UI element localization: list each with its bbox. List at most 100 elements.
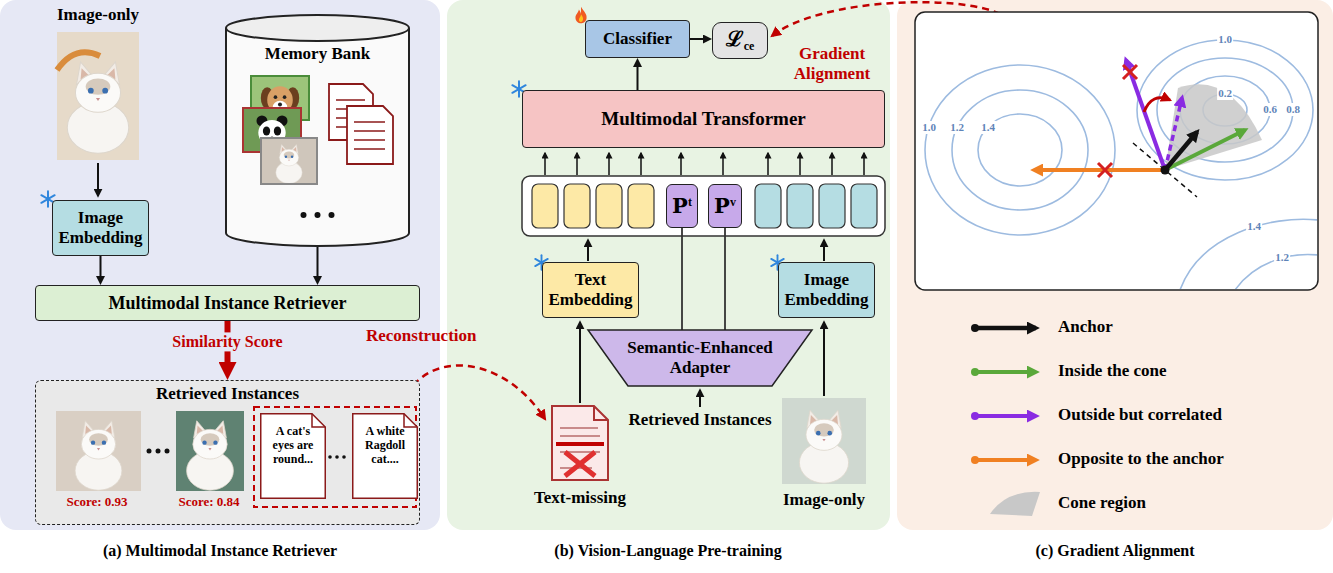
retrieved-instances-box-outline-part	[335, 455, 339, 459]
contour-value: 0.6	[1262, 103, 1278, 116]
legend-text: Anchor	[1058, 317, 1113, 337]
memory-bank-cylinder-outline-part	[226, 28, 409, 246]
panel-b-illustration-part	[782, 398, 866, 484]
node-text-block: Multimodal Instance Retriever	[109, 293, 347, 314]
panel-c-plot-part	[1098, 163, 1112, 177]
panel-c-plot-part	[925, 65, 1115, 235]
annotation-label: Reconstruction	[366, 326, 476, 346]
legend-text: Outside but correlated	[1058, 405, 1222, 425]
panel-c-plot-part	[1180, 219, 1317, 289]
memory-bank-cylinder-outline-part	[261, 138, 317, 184]
panel-b-illustration-part	[552, 406, 608, 480]
contour-value: 0.2	[1217, 87, 1233, 100]
node-label: t	[688, 195, 692, 209]
panel-backgrounds	[0, 0, 1333, 530]
contour-value: 0.8	[1285, 103, 1301, 116]
contour-value: 1.4	[980, 121, 996, 134]
node-text-block: A cat's eyes are round...	[264, 425, 322, 466]
panel-caption: (b) Vision-Language Pre-training	[554, 541, 781, 560]
node-label: A cat's eyes are round...	[264, 425, 322, 466]
prompt-token: Pt	[666, 184, 698, 228]
legend-samples	[971, 324, 1040, 516]
panel-b-illustration-part	[640, 153, 642, 175]
node-text-block: Classifier	[603, 29, 672, 49]
legend-text: Cone region	[1058, 493, 1146, 513]
panel-c-plot-part	[1165, 132, 1197, 170]
node-label: Text Embedding	[547, 270, 634, 309]
panel-b-illustration-part	[579, 322, 581, 403]
panel-c-plot-part	[1165, 84, 1262, 170]
legend-samples-part	[990, 492, 1040, 516]
annotation-label: Gradient Alignment	[782, 44, 882, 85]
panel-b-illustration-part	[594, 406, 608, 420]
retrieved-instances-box-outline-part	[187, 421, 234, 490]
memory-bank-cylinder-outline-part	[226, 15, 409, 41]
panel-c-plot-part	[1123, 65, 1137, 79]
embedding-box: Image Embedding	[778, 262, 875, 318]
memory-bank-cylinder: Memory Bank	[225, 14, 410, 247]
panel-b-illustration-part	[767, 153, 769, 175]
node-text-block: Memory Bank	[265, 44, 370, 64]
legend-text: Opposite to the anchor	[1058, 449, 1224, 469]
legend-samples-part	[975, 370, 1036, 374]
node-label: P	[672, 193, 688, 218]
node-label: ℒ	[726, 26, 744, 51]
panel-b-illustration-part	[851, 184, 877, 228]
input-label: Retrieved Instances	[628, 410, 771, 430]
node-label: A white Ragdoll cat....	[356, 425, 414, 466]
node-text-block: Image Embedding	[783, 270, 870, 309]
node-label: Retrieved Instances	[156, 384, 299, 404]
text-document-outline-part	[353, 414, 418, 499]
node-text-block: Text Embedding	[547, 270, 634, 309]
panel-b-illustration-part	[564, 184, 590, 228]
retrieved-instances-box-outline-part	[56, 411, 141, 491]
node-label: ce	[744, 39, 755, 53]
panel-b-illustration-part	[831, 153, 833, 175]
adapter-trapezoid-outline-part	[588, 330, 812, 386]
panel-c-plot-part	[978, 114, 1062, 186]
panel-b-illustration-part	[680, 153, 682, 175]
memory-bank-cylinder-outline-part	[261, 138, 317, 184]
contour-value: 1.4	[1246, 220, 1262, 233]
text-document: A white Ragdoll cat....	[352, 413, 418, 499]
connector-arrow	[690, 38, 703, 40]
panel-b-illustration-part	[556, 442, 604, 446]
memory-bank-cylinder-outline-part	[315, 212, 321, 218]
memory-bank-cylinder-outline-part	[329, 212, 335, 218]
panel-b-illustration-part	[560, 435, 600, 437]
panel-a-illustration-part	[57, 32, 139, 160]
panel-b-illustration-part	[823, 322, 825, 396]
text-document-outline-part	[261, 414, 326, 499]
panel-c-plot-part	[1161, 166, 1170, 175]
legend-samples-part	[975, 326, 1036, 331]
node-text-block: Pt	[672, 194, 692, 218]
legend-samples-part	[975, 414, 1036, 418]
connector-arrow	[681, 228, 683, 330]
node-label: Image Embedding	[783, 270, 870, 309]
panel-a-illustration-part	[57, 52, 100, 70]
panel-b-illustration-part	[722, 153, 724, 175]
panel-c-plot-part	[1137, 40, 1313, 180]
memory-bank-cylinder-outline-part	[354, 121, 385, 123]
edge-label: Similarity Score	[168, 332, 286, 351]
contour-value: 1.2	[949, 121, 965, 134]
node-text-block: Retrieved Instances	[156, 384, 299, 404]
node-label: Memory Bank	[265, 44, 370, 64]
contour-value: 1.0	[921, 121, 937, 134]
node-label: v	[730, 195, 736, 209]
panel-b-illustration-part	[863, 153, 865, 175]
panel-c-plot-part	[925, 40, 1317, 289]
node-text-block: Image Embedding	[57, 208, 144, 247]
embedding-box: Text Embedding	[542, 262, 639, 318]
memory-bank-cylinder-outline-part	[347, 106, 393, 164]
adapter-trapezoid: Semantic-Enhanced Adapter	[588, 330, 812, 386]
memory-bank-cylinder-outline-part	[354, 148, 385, 150]
node-label: Semantic-Enhanced Adapter	[616, 338, 784, 377]
panel-b-illustration-part	[819, 184, 845, 228]
panel-b-illustration-part	[608, 153, 610, 175]
input-label: Image-only	[783, 490, 865, 510]
panel-c-plot-part	[1165, 130, 1245, 170]
text-document-outline-part	[312, 414, 325, 427]
connector-arrow	[724, 228, 726, 330]
